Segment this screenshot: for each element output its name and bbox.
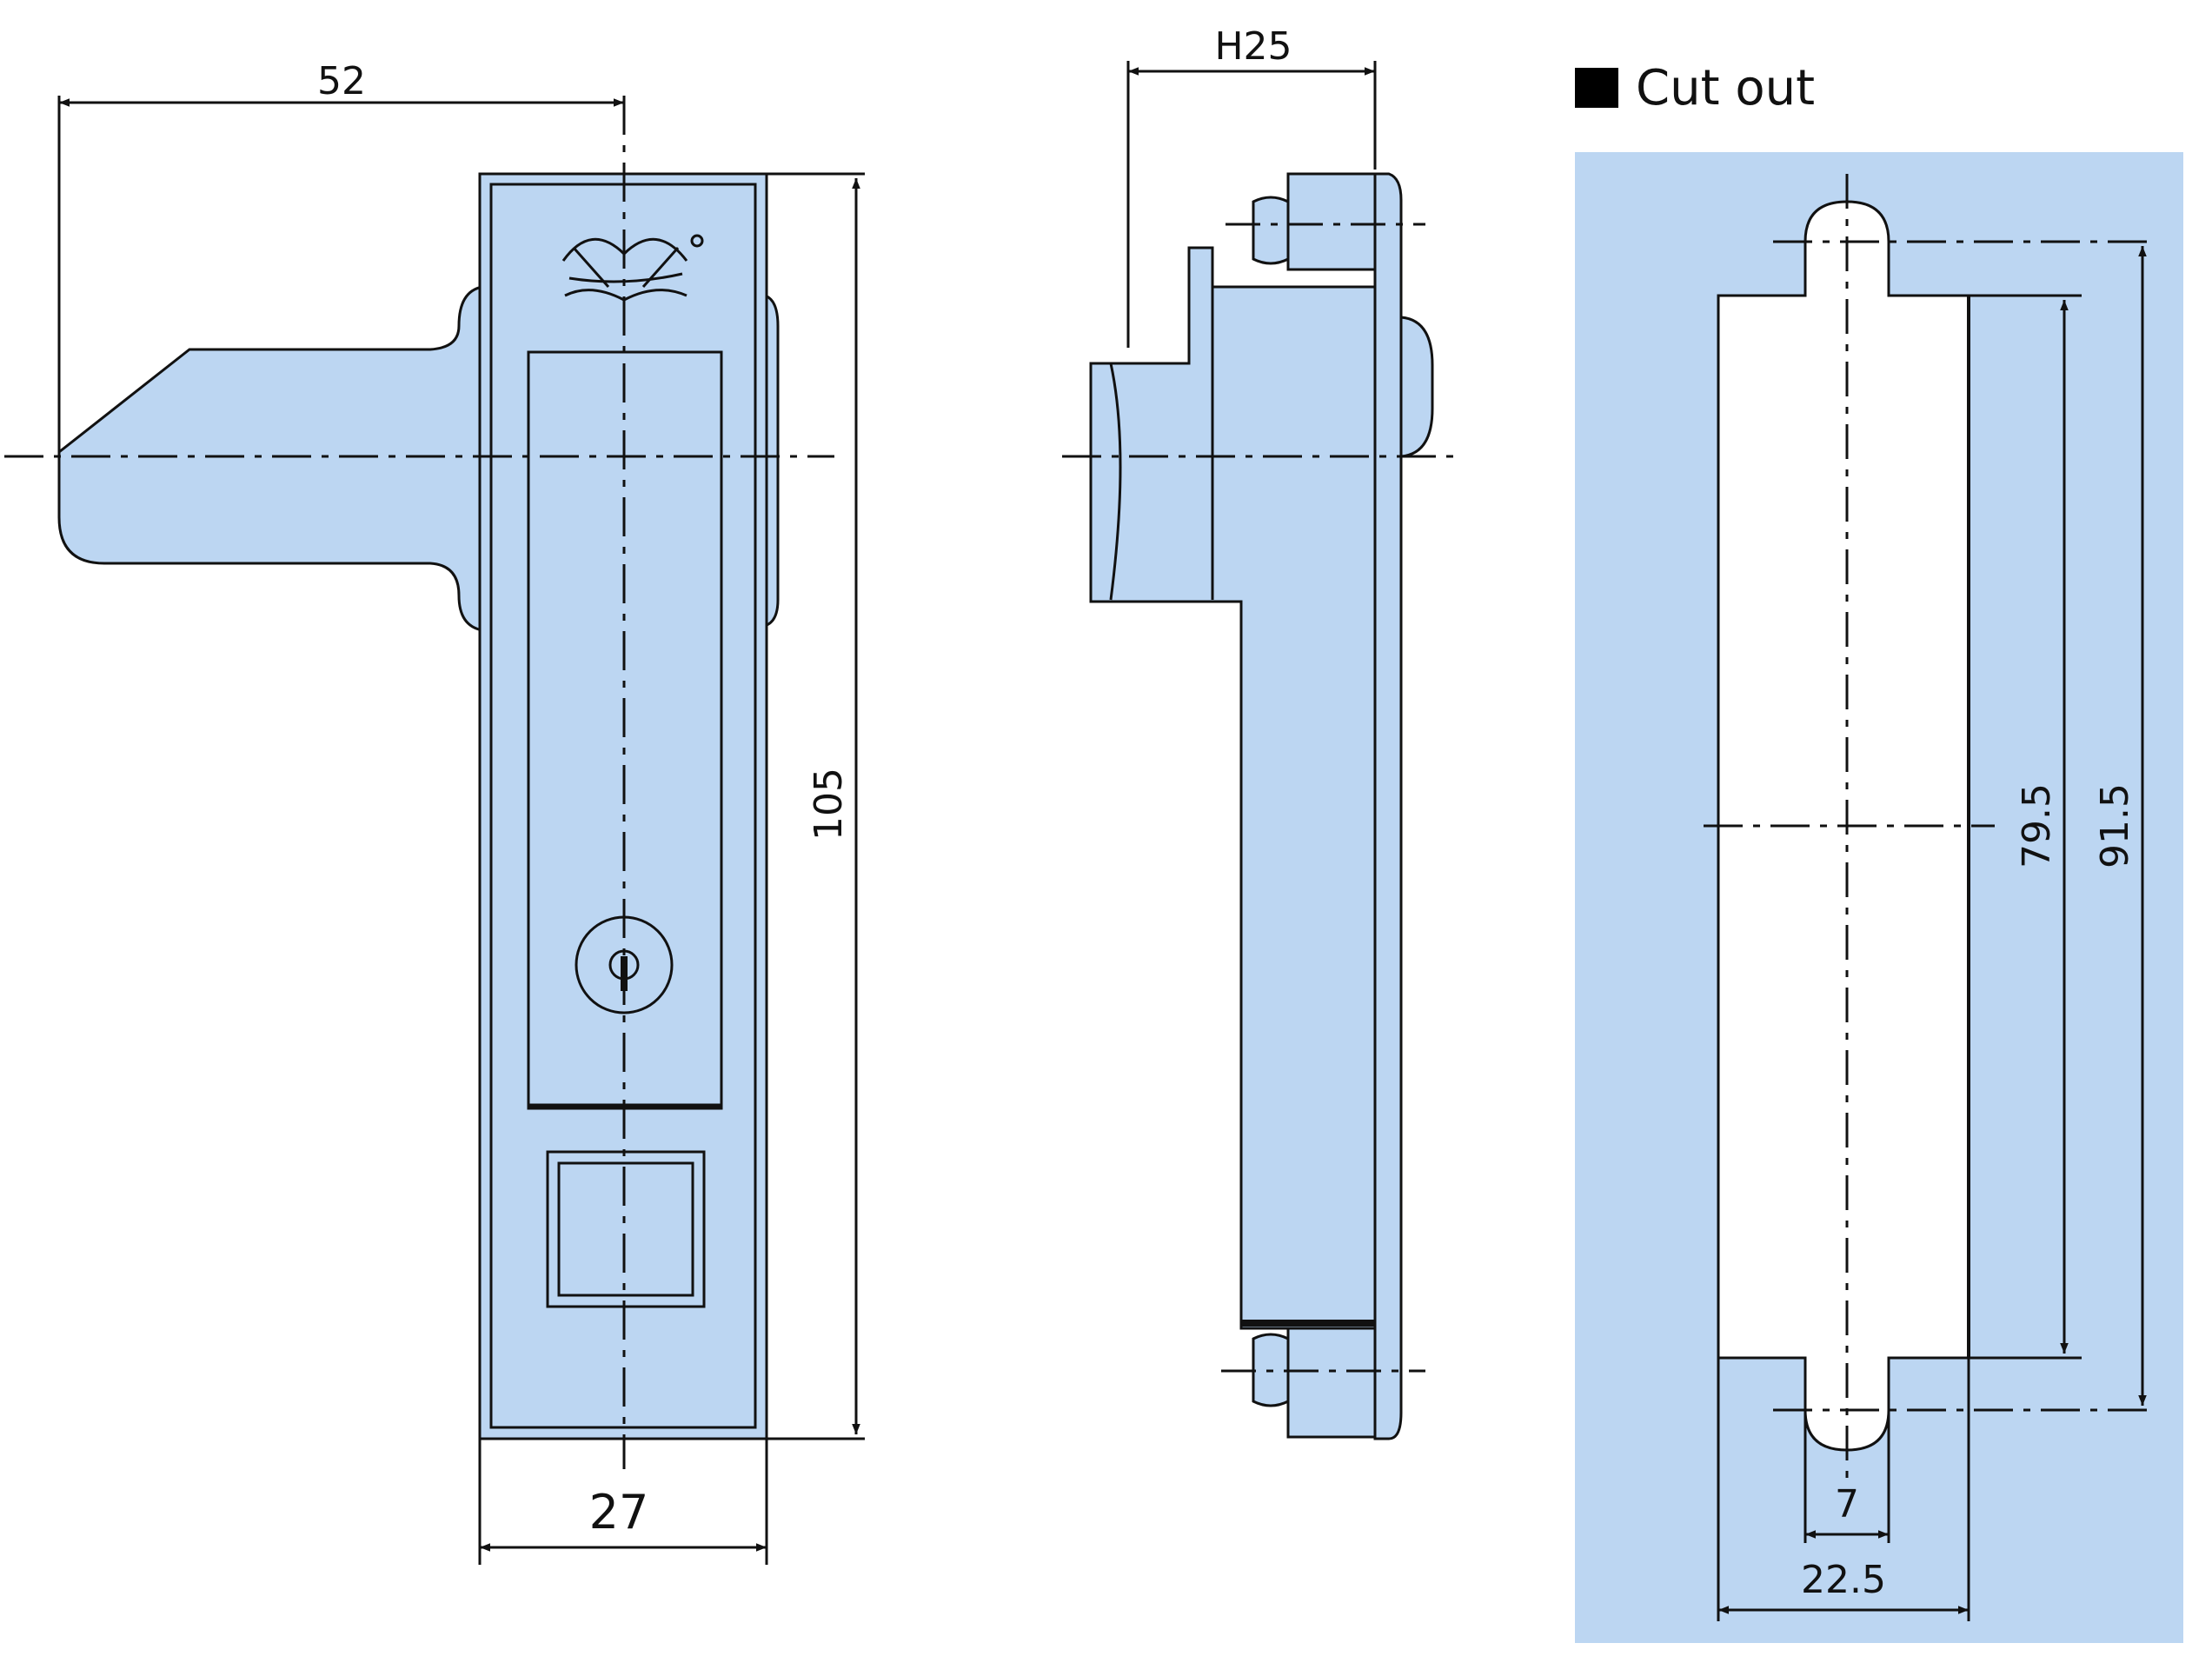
dim-79-5-label: 79.5 (2015, 783, 2059, 868)
flange (1373, 172, 1403, 1440)
side-dimensions (1126, 61, 1377, 348)
push-button (546, 1150, 706, 1308)
top-screw (1252, 196, 1290, 265)
dim-105-label: 105 (807, 768, 851, 841)
front-dimensions (57, 96, 865, 1565)
right-tab (764, 294, 780, 628)
dim-22-5-label: 22.5 (1801, 1558, 1886, 1602)
handle-lever (57, 285, 483, 632)
dim-52-label: 52 (317, 59, 366, 103)
dim-27-label: 27 (589, 1485, 649, 1540)
cutout-title: Cut out (1636, 60, 1815, 116)
cutout-dimensions (1717, 246, 2147, 1621)
dim-h25-label: H25 (1214, 24, 1292, 69)
dim-91-5-label: 91.5 (2093, 783, 2137, 868)
dim-7-label: 7 (1835, 1482, 1859, 1527)
front-view (4, 96, 834, 1469)
square-icon (1575, 68, 1618, 108)
side-view (1062, 172, 1456, 1440)
side-body (1089, 246, 1377, 1330)
